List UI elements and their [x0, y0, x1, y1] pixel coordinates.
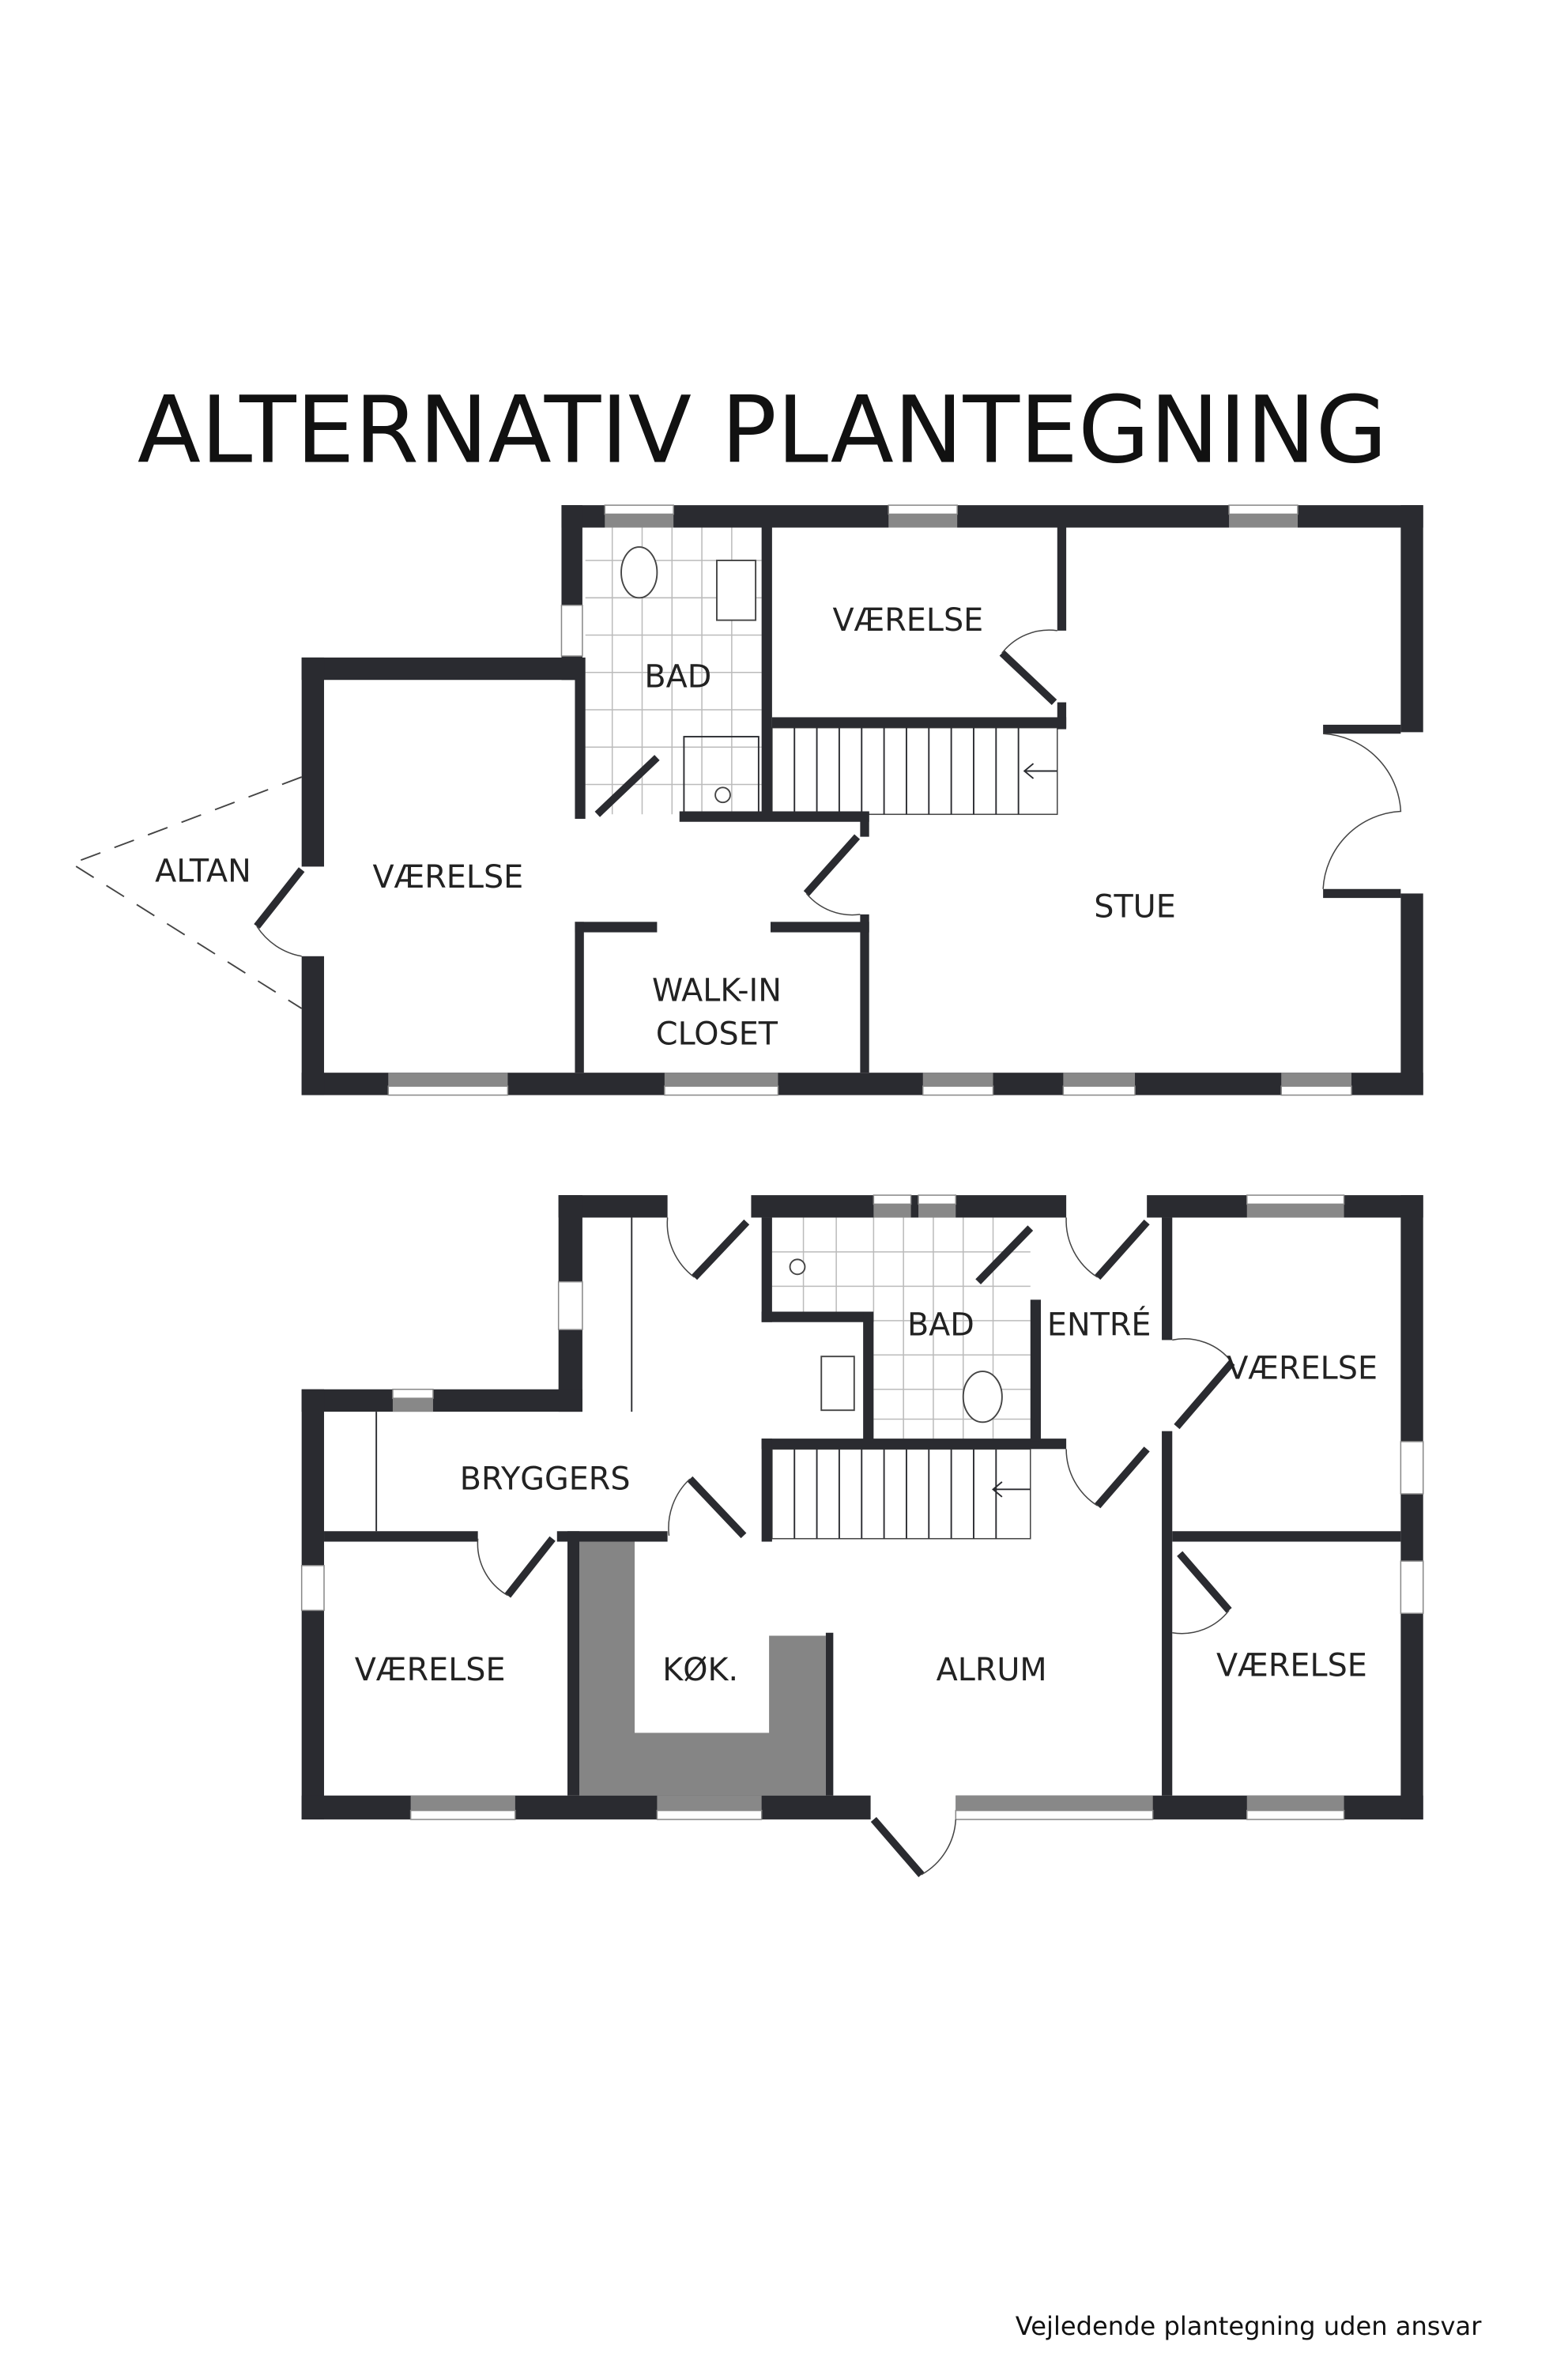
- shower-icon: [714, 786, 731, 804]
- toilet-icon: [620, 546, 658, 599]
- bathroom-tiles: [771, 1217, 1031, 1439]
- toilet-icon: [962, 1371, 1003, 1423]
- room-label-alrum: ALRUM: [937, 1652, 1047, 1688]
- room-label-vaerelse: VÆRELSE: [1216, 1648, 1367, 1684]
- balcony-outline: [70, 776, 303, 1009]
- room-label-vaerelse: VÆRELSE: [372, 859, 523, 896]
- stairs: [771, 1448, 1031, 1540]
- stairs: [771, 726, 1058, 816]
- ground-floor-plan: BRYGGERS BAD ENTRÉ VÆRELSE VÆRELSE VÆREL…: [300, 1194, 1424, 1877]
- upper-floor-plan: BAD VÆRELSE VÆRELSE ALTAN WALK-IN CLOSET…: [70, 504, 1423, 1096]
- room-label-kokken: KØK.: [662, 1652, 738, 1688]
- page-title: ALTERNATIV PLANTEGNING: [138, 375, 1388, 484]
- room-label-bryggers: BRYGGERS: [460, 1461, 631, 1497]
- room-label-altan: ALTAN: [155, 853, 251, 889]
- room-label-vaerelse: VÆRELSE: [1227, 1351, 1378, 1387]
- room-label-closet: CLOSET: [656, 1016, 778, 1052]
- sink-icon: [716, 560, 757, 621]
- room-label-walk-in: WALK-IN: [652, 972, 782, 1009]
- doors: [477, 1217, 1235, 1877]
- room-label-entre: ENTRÉ: [1047, 1307, 1152, 1344]
- room-label-bad: BAD: [907, 1307, 974, 1344]
- shower-icon: [789, 1258, 806, 1276]
- room-label-stue: STUE: [1094, 889, 1176, 926]
- sink-icon: [820, 1356, 855, 1412]
- stairs-arrow-icon: [992, 1481, 1031, 1498]
- kitchen-counter: [579, 1541, 826, 1796]
- disclaimer-footer: Vejledende plantegning uden ansvar: [1016, 2311, 1482, 2341]
- stairs-arrow-icon: [1023, 763, 1057, 779]
- room-label-vaerelse: VÆRELSE: [355, 1652, 506, 1688]
- room-label-bad: BAD: [644, 659, 711, 696]
- room-label-vaerelse: VÆRELSE: [832, 602, 983, 639]
- doors: [254, 629, 1402, 957]
